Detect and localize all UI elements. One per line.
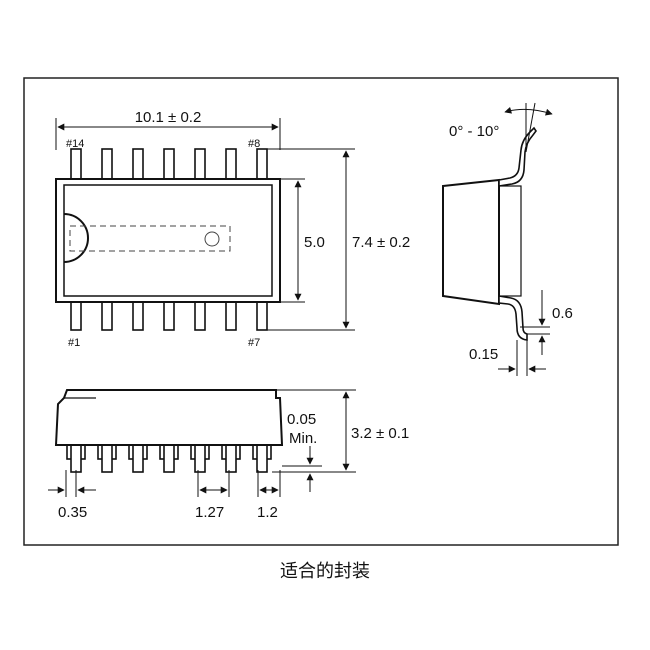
pin-label-1: #1 [68,337,80,349]
drawing-frame [23,77,619,546]
front-lead [101,444,113,473]
side-lead-lower [498,295,528,341]
caption: 适合的封装 [280,561,370,582]
pitch-label: 1.27 [195,504,224,521]
top-lead-lower [256,300,268,331]
height-label: 3.2 ± 0.1 [351,425,409,442]
front-view-body [54,389,284,446]
top-lead-upper [70,148,82,181]
front-pins [66,444,272,473]
top-lead-upper [194,148,206,181]
lead-angle-label: 0° - 10° [449,123,499,140]
front-lead [194,444,206,473]
top-lead-lower [163,300,175,331]
top-pins-upper [70,148,268,181]
top-lead-upper [256,148,268,181]
front-lead [163,444,175,473]
top-view-body-outer [55,178,281,303]
top-lead-upper [225,148,237,181]
standoff-label-line2: Min. [289,430,317,447]
top-pins-lower [70,300,268,331]
top-lead-lower [225,300,237,331]
front-lead [225,444,237,473]
side-view: 0° - 10° 0.6 0.15 [442,102,573,376]
marking-area-dashed [69,225,231,252]
pin1-dot [204,231,220,247]
pin-label-7: #7 [248,337,260,349]
front-view: 3.2 ± 0.1 0.05 Min. 0.35 1.27 1.2 [48,389,409,521]
top-view: 10.1 ± 0.2 #14 #8 #1 #7 5.0 7.4 ± 0.2 [55,109,410,349]
top-lead-upper [101,148,113,181]
lead-span-label: 1.2 [257,504,278,521]
pin1-notch [63,213,89,263]
pin-label-14: #14 [66,138,84,150]
top-view-body-inner [63,184,273,297]
lead-length-label: 0.6 [552,305,573,322]
top-lead-lower [194,300,206,331]
top-lead-lower [132,300,144,331]
angle-arc [504,106,553,116]
body-width-label: 5.0 [304,234,325,251]
length-label: 10.1 ± 0.2 [135,109,202,126]
overall-width-label: 7.4 ± 0.2 [352,234,410,251]
side-lead-upper [498,126,537,187]
side-view-body-inner [498,185,522,297]
front-lead [256,444,268,473]
lead-width-label: 0.35 [58,504,87,521]
side-view-body [442,178,500,306]
top-lead-lower [101,300,113,331]
top-lead-lower [70,300,82,331]
front-lead [70,444,82,473]
top-lead-upper [163,148,175,181]
lead-thickness-label: 0.15 [469,346,498,363]
top-lead-upper [132,148,144,181]
pin-label-8: #8 [248,138,260,150]
standoff-label-line1: 0.05 [287,411,316,428]
front-lead [132,444,144,473]
